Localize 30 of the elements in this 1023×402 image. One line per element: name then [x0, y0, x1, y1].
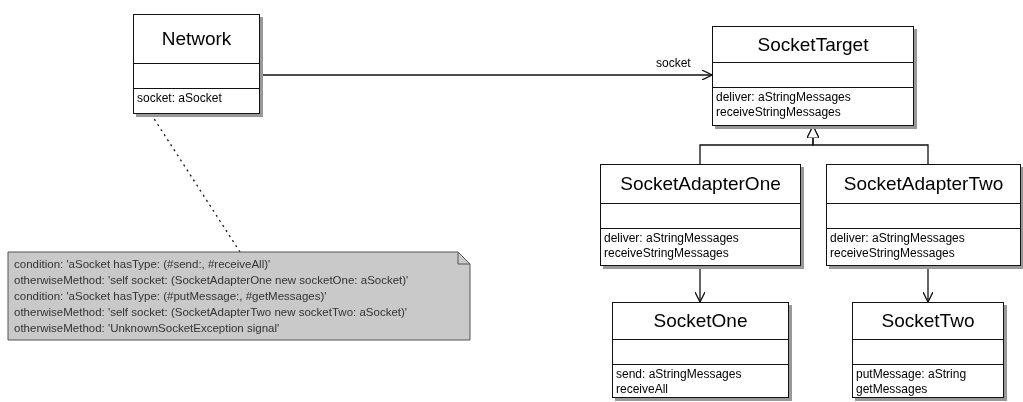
operation-text: receiveStringMessages	[716, 105, 842, 120]
class-box	[712, 26, 914, 126]
operation-text: getMessages	[856, 382, 929, 397]
operation-text: receiveStringMessages	[830, 246, 956, 261]
operation-text: receiveStringMessages	[604, 246, 730, 261]
constraint-text: otherwiseMethod: 'self socket: (SocketAdapterOne new socketOne: aSocket)'	[14, 273, 410, 288]
class-name: SocketAdapterTwo	[843, 173, 1004, 195]
constraint-text: otherwiseMethod: 'UnknownSocketException signal'	[14, 321, 281, 336]
operation-text: deliver: aStringMessages	[830, 231, 966, 246]
class-box	[852, 302, 1004, 398]
operation-text: deliver: aStringMessages	[716, 90, 852, 105]
class-box	[600, 164, 801, 266]
class-name: SocketOne	[653, 310, 748, 332]
class-box	[826, 164, 1021, 266]
operation-text: deliver: aStringMessages	[604, 231, 740, 246]
class-box	[612, 302, 789, 398]
constraint-text: otherwiseMethod: 'self socket: (SocketAdapterTwo new socketTwo: aSocket)'	[14, 305, 409, 320]
class-name: SocketTwo	[881, 310, 975, 332]
constraint-text: condition: 'aSocket hasType: (#putMessage:, #getMessages)'	[14, 289, 328, 304]
edge-label: socket	[654, 56, 693, 70]
class-box	[133, 14, 260, 114]
constraint-text: condition: 'aSocket hasType: (#send:, #receiveAll)'	[14, 257, 272, 272]
operation-text: send: aStringMessages	[616, 367, 743, 382]
class-name: Network	[161, 28, 232, 50]
class-name: SocketTarget	[757, 33, 869, 56]
operation-text: putMessage: aString	[856, 367, 968, 382]
note-box	[8, 252, 470, 340]
operation-text: socket: aSocket	[137, 91, 223, 106]
operation-text: receiveAll	[616, 382, 670, 397]
class-name: SocketAdapterOne	[620, 173, 781, 195]
